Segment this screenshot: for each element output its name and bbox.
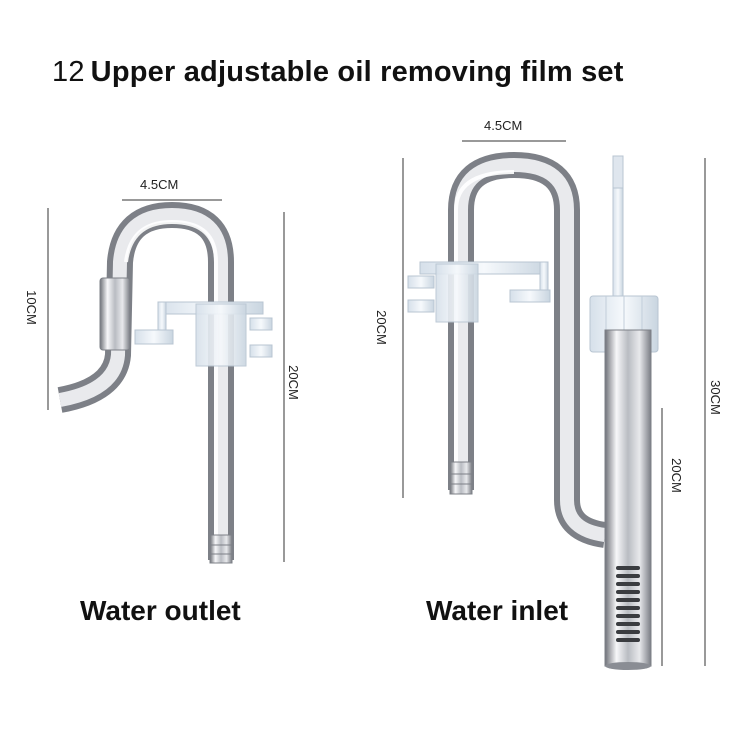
outlet-width-label: 4.5CM — [140, 177, 179, 192]
water-outlet-label: Water outlet — [80, 595, 241, 626]
title-text: Upper adjustable oil removing film set — [90, 56, 624, 88]
outlet-height-label: 20CM — [285, 365, 301, 400]
inlet-total-label: 30CM — [707, 380, 723, 415]
outlet-clamp — [134, 301, 273, 367]
inlet-skimmer-label: 20CM — [668, 458, 684, 493]
inlet-width-label: 4.5CM — [484, 118, 523, 133]
outlet-dimension-lines — [47, 199, 285, 562]
skimmer-tube — [589, 155, 659, 670]
inlet-left-label: 20CM — [373, 310, 389, 345]
water-inlet-label: Water inlet — [426, 595, 569, 626]
inlet-u-pipe — [448, 151, 608, 548]
title-number: 12 — [52, 56, 85, 88]
inlet-clamp — [407, 261, 551, 323]
inlet-dimension-lines — [402, 140, 706, 666]
outlet-hook-label: 10CM — [23, 290, 39, 325]
outlet-pipe — [57, 201, 234, 564]
